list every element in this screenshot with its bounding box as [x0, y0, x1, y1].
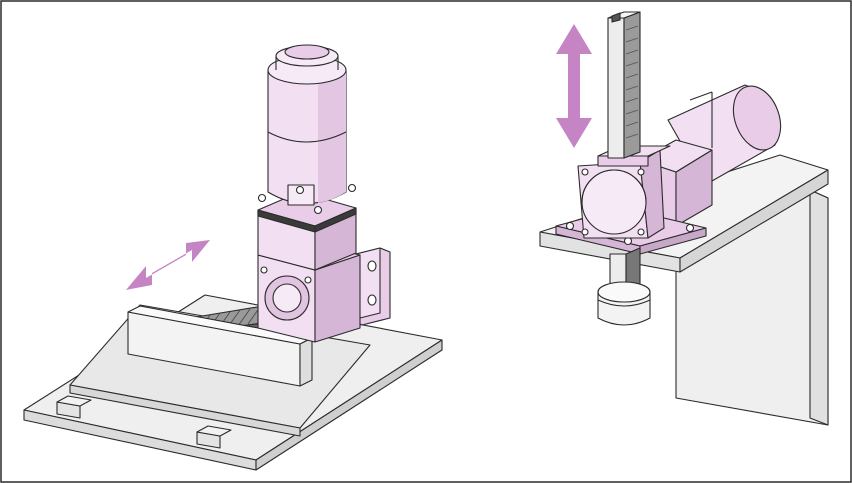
vertical-rack-upper — [607, 11, 641, 159]
horizontal-motion-arrow — [126, 240, 210, 290]
motor-body — [267, 44, 347, 206]
end-stopper — [597, 281, 651, 326]
vertical-motion-arrow — [556, 24, 592, 148]
feet-blocks — [56, 395, 232, 449]
horizontal-actuator-scene — [23, 44, 443, 471]
gearbox-housing — [257, 239, 361, 343]
pinion-housing — [577, 149, 665, 239]
vertical-actuator-scene — [539, 11, 829, 426]
reduction-gearbox — [257, 183, 357, 271]
